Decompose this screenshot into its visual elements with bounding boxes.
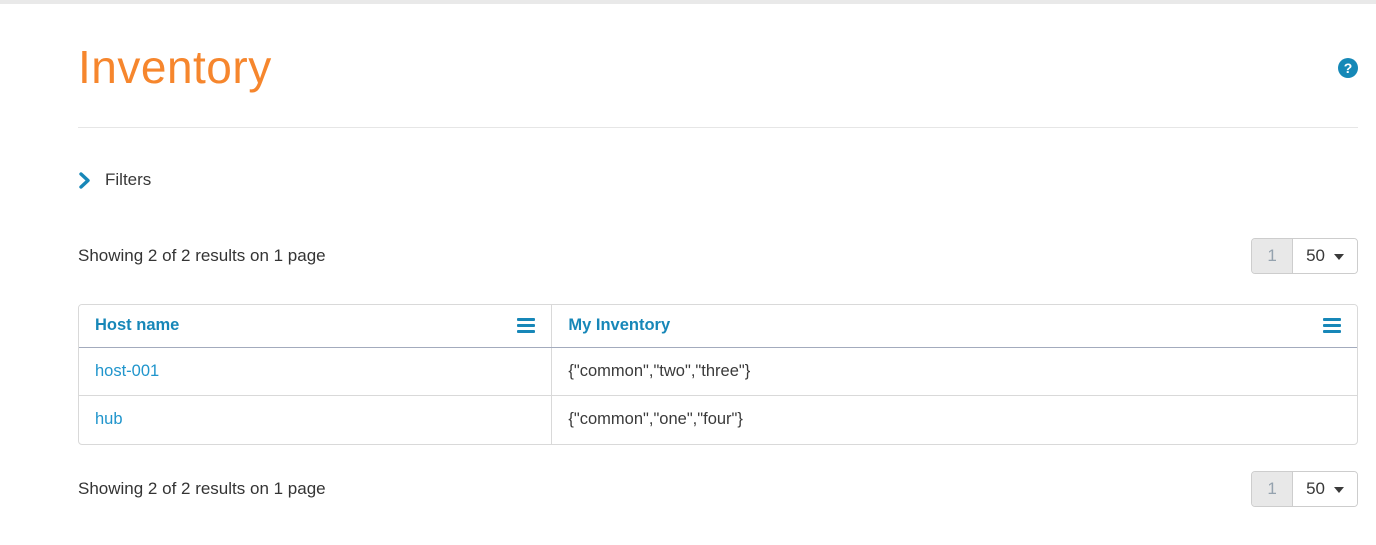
results-row-bottom: Showing 2 of 2 results on 1 page 1 50 (78, 470, 1358, 507)
inventory-page: Inventory ? Filters Showing 2 of 2 resul… (0, 42, 1376, 507)
inventory-value: {"common","one","four"} (568, 410, 743, 429)
page-button-1[interactable]: 1 (1252, 238, 1294, 273)
header-divider (78, 126, 1358, 128)
inventory-table: Host name My Inventory host-0 (78, 303, 1358, 445)
host-link[interactable]: host-001 (95, 362, 160, 381)
inventory-cell: {"common","one","four"} (552, 396, 1357, 444)
column-label-host-name[interactable]: Host name (95, 316, 180, 335)
caret-down-icon (1334, 486, 1344, 493)
page-size-value: 50 (1306, 245, 1325, 265)
pagination-bottom: 1 50 (1251, 470, 1358, 507)
host-cell: host-001 (79, 347, 553, 397)
caret-down-icon (1334, 253, 1344, 260)
pagination-top: 1 50 (1251, 237, 1358, 274)
page-button-1[interactable]: 1 (1252, 471, 1294, 506)
page-title: Inventory (78, 41, 272, 93)
page-top-strip (0, 0, 1376, 4)
table-row: host-001 {"common","two","three"} (79, 347, 1357, 397)
results-summary-bottom: Showing 2 of 2 results on 1 page (78, 478, 326, 498)
results-summary-top: Showing 2 of 2 results on 1 page (78, 245, 326, 265)
filters-label: Filters (105, 169, 152, 189)
inventory-value: {"common","two","three"} (568, 362, 751, 381)
page-size-value: 50 (1306, 478, 1325, 498)
filters-toggle[interactable]: Filters (78, 170, 151, 190)
page-size-dropdown[interactable]: 50 (1293, 471, 1357, 506)
column-menu-icon[interactable] (1323, 316, 1341, 335)
table-row: hub {"common","one","four"} (79, 395, 1357, 444)
table-header-row: Host name My Inventory (79, 304, 1357, 349)
host-link[interactable]: hub (95, 410, 123, 429)
chevron-right-icon (78, 171, 91, 189)
column-header-host-name: Host name (79, 304, 553, 349)
results-row-top: Showing 2 of 2 results on 1 page 1 50 (78, 237, 1358, 274)
inventory-cell: {"common","two","three"} (551, 347, 1357, 397)
column-menu-icon[interactable] (517, 316, 536, 335)
host-cell: hub (79, 395, 553, 444)
column-label-my-inventory[interactable]: My Inventory (568, 316, 671, 335)
page-size-dropdown[interactable]: 50 (1293, 238, 1357, 273)
page-header: Inventory ? (78, 42, 1358, 93)
column-header-my-inventory: My Inventory (551, 304, 1357, 349)
help-icon[interactable]: ? (1338, 58, 1358, 78)
